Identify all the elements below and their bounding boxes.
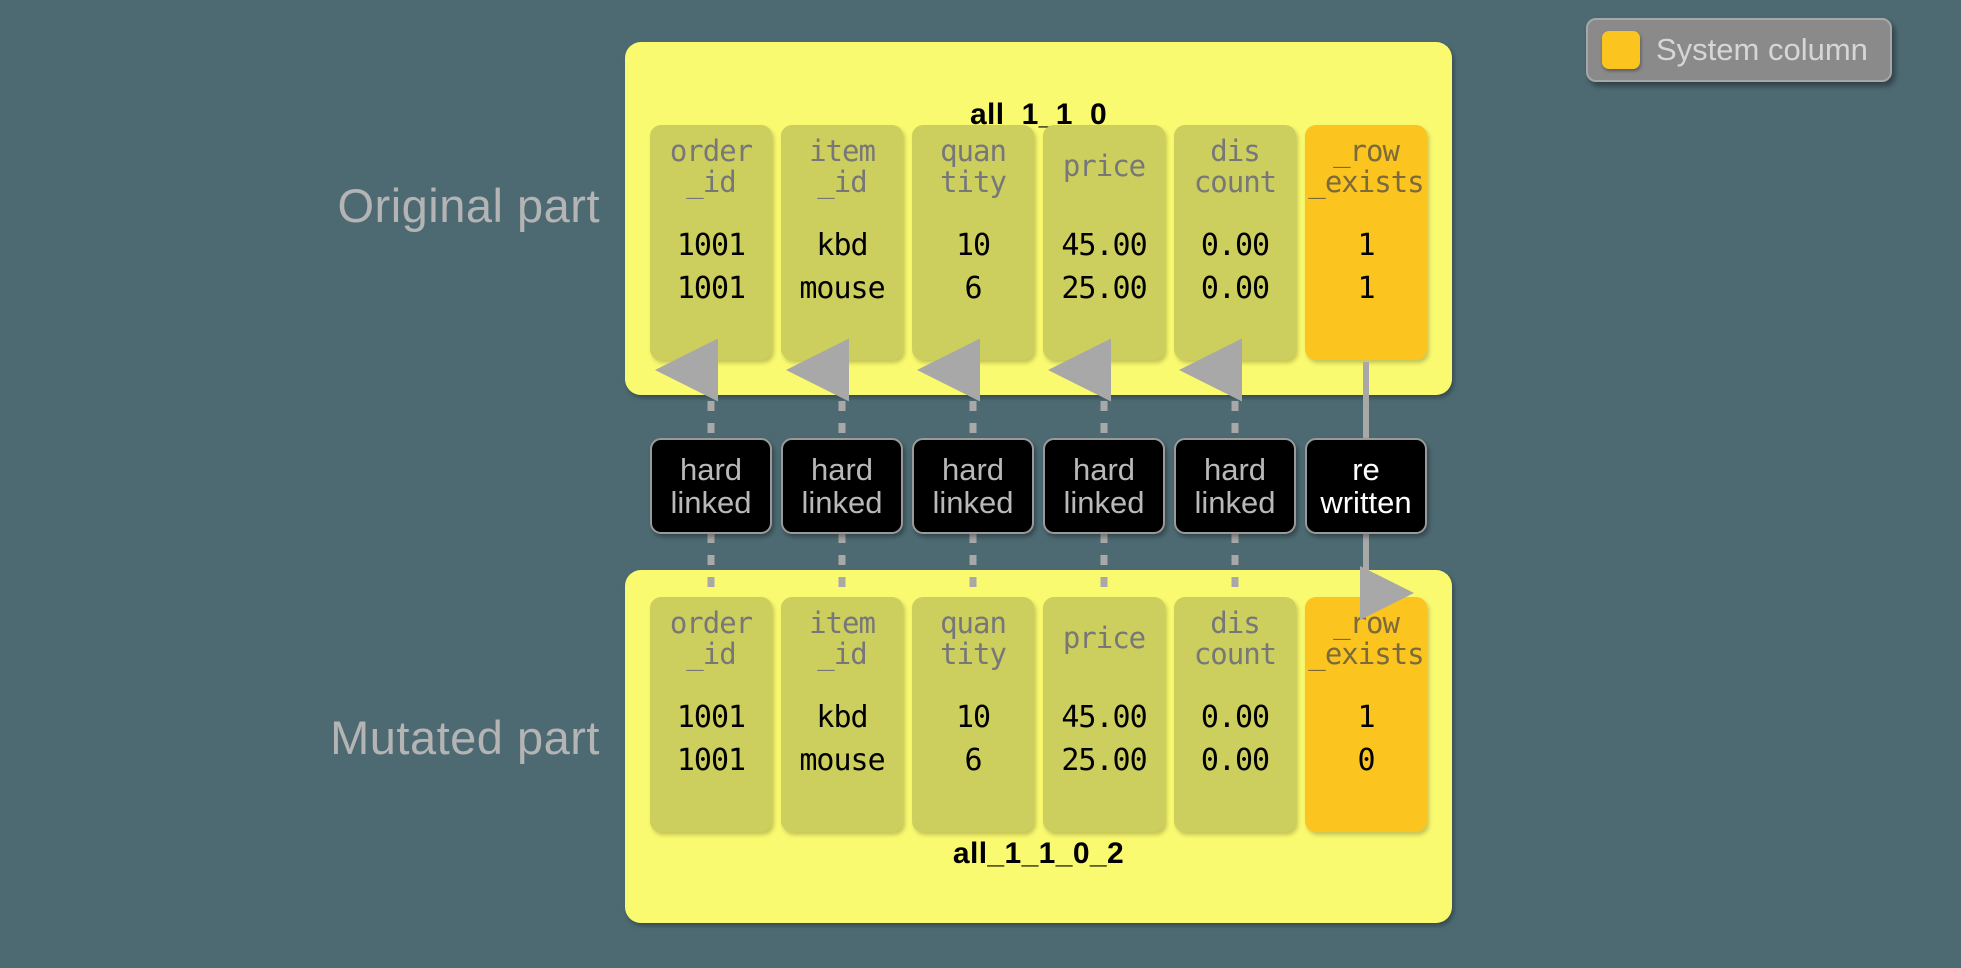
link-label-price: hard linked [1043, 438, 1165, 534]
caption-original-part: Original part [337, 179, 600, 232]
cell-price-row1: 25.00 [1061, 271, 1147, 306]
cell-_row_exists-row1: 1 [1357, 271, 1375, 306]
column-values-order_id: 1001 1001 [676, 700, 746, 778]
column-header-price: price [1062, 621, 1146, 656]
legend-label: System column [1656, 32, 1868, 67]
column-values-price: 45.00 25.00 [1061, 700, 1147, 778]
cell-quantity-row1: 6 [964, 271, 982, 306]
column-header-order_id: order _id [669, 133, 753, 199]
cell-order_id-row1: 1001 [676, 271, 746, 306]
cell-item_id-row0: kbd [816, 700, 868, 735]
cell-discount-row1: 0.00 [1200, 271, 1270, 306]
column-price: price 45.00 25.00 [1043, 125, 1165, 360]
column-values-discount: 0.00 0.00 [1200, 700, 1270, 778]
column-header-_row_exists: _row _exists [1308, 133, 1424, 199]
cell-quantity-row0: 10 [955, 228, 991, 263]
cell-_row_exists-row1: 0 [1357, 743, 1375, 778]
cell-price-row0: 45.00 [1061, 228, 1147, 263]
column-order_id: order _id 1001 1001 [650, 125, 772, 360]
cell-discount-row0: 0.00 [1200, 700, 1270, 735]
column-header-quantity: quan tity [940, 133, 1007, 199]
link-label-order_id: hard linked [650, 438, 772, 534]
link-label-quantity: hard linked [912, 438, 1034, 534]
cell-_row_exists-row0: 1 [1357, 228, 1375, 263]
column-header-_row_exists: _row _exists [1308, 605, 1424, 671]
system-column-swatch-icon [1602, 31, 1640, 69]
cell-item_id-row0: kbd [816, 228, 868, 263]
cell-_row_exists-row0: 1 [1357, 700, 1375, 735]
column-header-discount: dis count [1193, 605, 1277, 671]
column-header-discount: dis count [1193, 133, 1277, 199]
column-discount: dis count 0.00 0.00 [1174, 125, 1296, 360]
column-values-price: 45.00 25.00 [1061, 228, 1147, 306]
part-title-mutated: all_1_1_0_2 [952, 837, 1125, 870]
cell-order_id-row0: 1001 [676, 228, 746, 263]
cell-discount-row1: 0.00 [1200, 743, 1270, 778]
column-values-item_id: kbd mouse [799, 228, 885, 306]
cell-price-row0: 45.00 [1061, 700, 1147, 735]
column-header-quantity: quan tity [940, 605, 1007, 671]
link-label-_row_exists: re written [1305, 438, 1427, 534]
caption-mutated-part: Mutated part [330, 711, 600, 764]
column-values-order_id: 1001 1001 [676, 228, 746, 306]
column-values-item_id: kbd mouse [799, 700, 885, 778]
cell-discount-row0: 0.00 [1200, 228, 1270, 263]
column-order_id: order _id 1001 1001 [650, 597, 772, 832]
column-header-item_id: item _id [809, 605, 876, 671]
cell-order_id-row1: 1001 [676, 743, 746, 778]
column-values-discount: 0.00 0.00 [1200, 228, 1270, 306]
column-price: price 45.00 25.00 [1043, 597, 1165, 832]
legend: System column [1586, 18, 1892, 82]
column-header-item_id: item _id [809, 133, 876, 199]
cell-quantity-row1: 6 [964, 743, 982, 778]
cell-item_id-row1: mouse [799, 271, 885, 306]
column-header-price: price [1062, 149, 1146, 184]
column-header-order_id: order _id [669, 605, 753, 671]
column-discount: dis count 0.00 0.00 [1174, 597, 1296, 832]
cell-quantity-row0: 10 [955, 700, 991, 735]
cell-price-row1: 25.00 [1061, 743, 1147, 778]
link-label-discount: hard linked [1174, 438, 1296, 534]
cell-order_id-row0: 1001 [676, 700, 746, 735]
link-label-item_id: hard linked [781, 438, 903, 534]
cell-item_id-row1: mouse [799, 743, 885, 778]
